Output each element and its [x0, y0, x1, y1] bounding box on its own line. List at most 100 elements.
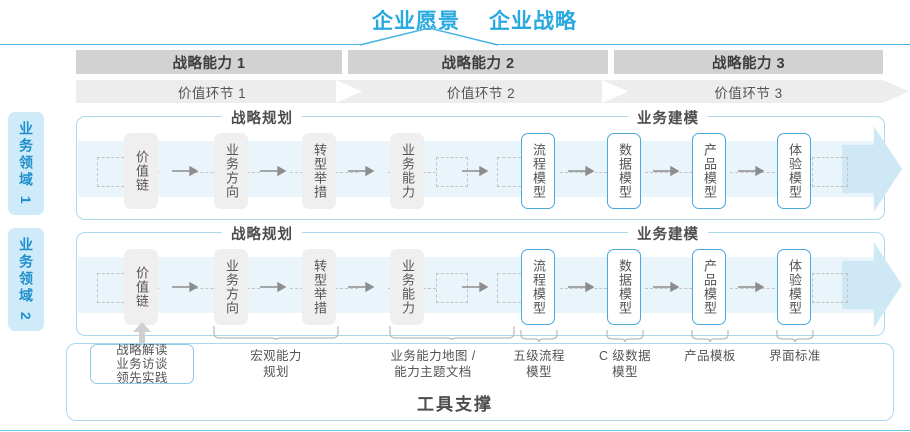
- step-box-planning-1-1[interactable]: 价值链: [124, 133, 158, 209]
- planning-rule-left-1: [142, 116, 220, 117]
- dashed-placeholder-1b: [436, 157, 468, 187]
- value-link-label-2: 价值环节 2: [446, 85, 516, 101]
- top-divider-left: [0, 44, 360, 45]
- step-label-modeling-1-1: 流程模型: [531, 143, 546, 199]
- step-box-planning-2-4[interactable]: 业务能力: [390, 249, 424, 325]
- step-box-planning-2-2[interactable]: 业务方向: [214, 249, 248, 325]
- deliverable-label-5: 产品模板: [684, 349, 736, 363]
- input-up-arrow: [133, 322, 151, 346]
- step-box-modeling-1-1[interactable]: 流程模型: [521, 133, 555, 209]
- flow-arrow-2-4: [462, 282, 488, 292]
- step-label-modeling-1-2: 数据模型: [617, 143, 632, 199]
- modeling-rule-right-1: [716, 116, 794, 117]
- bottom-divider: [0, 430, 910, 431]
- modeling-rule-left-1: [548, 116, 626, 117]
- step-label-modeling-2-2: 数据模型: [617, 259, 632, 315]
- flow-arrow-2-5: [568, 282, 594, 292]
- enterprise-vision-title: 企业愿景: [372, 10, 460, 33]
- deliverable-label-2: 业务能力地图 / 能力主题文档: [390, 349, 476, 379]
- deliverable-label-4: C 级数据 模型: [598, 349, 651, 379]
- step-label-modeling-2-4: 体验模型: [787, 259, 802, 315]
- planning-title-2: 战略规划: [222, 223, 302, 244]
- flow-arrow-2-7: [738, 282, 764, 292]
- flow-arrow-1-2: [260, 166, 286, 176]
- deliverable-brace-4: [606, 330, 644, 342]
- step-label-planning-1-2: 业务方向: [224, 143, 239, 199]
- step-label-planning-2-4: 业务能力: [400, 259, 415, 315]
- deliverable-label-3: 五级流程 模型: [513, 349, 565, 379]
- step-label-planning-2-3: 转型举措: [312, 259, 327, 315]
- dashed-placeholder-2d: [812, 273, 848, 303]
- flow-arrow-2-2: [260, 282, 286, 292]
- step-box-modeling-1-2[interactable]: 数据模型: [607, 133, 641, 209]
- flow-arrow-2-1: [172, 282, 198, 292]
- dashed-placeholder-2b: [436, 273, 468, 303]
- step-label-modeling-1-4: 体验模型: [787, 143, 802, 199]
- capability-label-2: 战略能力 2: [441, 55, 515, 72]
- domain-tab-2[interactable]: 业务领域 2: [8, 228, 44, 331]
- enterprise-strategy-title: 企业战略: [489, 10, 577, 33]
- domain-tab-label-1: 业务领域 1: [18, 120, 34, 207]
- tool-support-title: 工具支撑: [417, 395, 493, 414]
- planning-rule-right-2: [310, 232, 388, 233]
- step-box-planning-1-3[interactable]: 转型举措: [302, 133, 336, 209]
- capability-bar-3[interactable]: 战略能力 3: [614, 50, 883, 74]
- flow-arrow-2-6: [653, 282, 679, 292]
- deliverable-brace-3: [520, 330, 558, 342]
- step-box-modeling-2-1[interactable]: 流程模型: [521, 249, 555, 325]
- value-link-label-3: 价值环节 3: [714, 85, 783, 101]
- planning-title-1: 战略规划: [222, 107, 302, 128]
- step-box-planning-2-1[interactable]: 价值链: [124, 249, 158, 325]
- source-inputs-box[interactable]: 战略解读 业务访谈 领先实践: [90, 343, 194, 385]
- deliverable-brace-6: [776, 330, 814, 342]
- step-box-modeling-1-4[interactable]: 体验模型: [777, 133, 811, 209]
- value-link-chevron-1[interactable]: 价值环节 1: [76, 80, 348, 103]
- value-link-label-1: 价值环节 1: [177, 85, 247, 101]
- flow-arrow-1-6: [653, 166, 679, 176]
- chevron-tip: [883, 80, 909, 103]
- domain-tab-1[interactable]: 业务领域 1: [8, 112, 44, 215]
- top-divider-peak: [359, 27, 499, 46]
- modeling-rule-right-2: [716, 232, 794, 233]
- flow-arrow-1-4: [462, 166, 488, 176]
- flow-arrow-1-7: [738, 166, 764, 176]
- step-label-modeling-1-3: 产品模型: [702, 143, 717, 199]
- dashed-rail-1g: [730, 172, 780, 173]
- value-link-chevron-3[interactable]: 价值环节 3: [614, 80, 883, 103]
- flow-arrow-2-3: [348, 282, 374, 292]
- capability-bar-1[interactable]: 战略能力 1: [76, 50, 342, 74]
- step-box-modeling-2-2[interactable]: 数据模型: [607, 249, 641, 325]
- step-box-planning-1-2[interactable]: 业务方向: [214, 133, 248, 209]
- value-link-chevron-2[interactable]: 价值环节 2: [348, 80, 614, 103]
- step-label-planning-1-4: 业务能力: [400, 143, 415, 199]
- top-divider-right: [497, 44, 910, 45]
- step-box-modeling-2-4[interactable]: 体验模型: [777, 249, 811, 325]
- capability-label-1: 战略能力 1: [172, 55, 246, 72]
- step-box-modeling-2-3[interactable]: 产品模型: [692, 249, 726, 325]
- dashed-placeholder-1d: [812, 157, 848, 187]
- deliverable-label-6: 界面标准: [769, 349, 821, 363]
- capability-bar-2[interactable]: 战略能力 2: [348, 50, 608, 74]
- step-box-planning-1-4[interactable]: 业务能力: [390, 133, 424, 209]
- flow-arrow-1-3: [348, 166, 374, 176]
- step-label-planning-2-2: 业务方向: [224, 259, 239, 315]
- step-label-planning-1-3: 转型举措: [312, 143, 327, 199]
- deliverable-brace-2: [389, 326, 515, 340]
- flow-arrow-1-5: [568, 166, 594, 176]
- capability-label-3: 战略能力 3: [711, 55, 786, 72]
- dashed-rail-2g: [730, 288, 780, 289]
- flow-arrow-1-1: [172, 166, 198, 176]
- step-label-planning-2-1: 价值链: [134, 266, 149, 308]
- step-box-modeling-1-3[interactable]: 产品模型: [692, 133, 726, 209]
- planning-rule-right-1: [310, 116, 388, 117]
- step-label-modeling-2-1: 流程模型: [531, 259, 546, 315]
- step-box-planning-2-3[interactable]: 转型举措: [302, 249, 336, 325]
- step-label-modeling-2-3: 产品模型: [702, 259, 717, 315]
- modeling-title-1: 业务建模: [628, 107, 708, 128]
- tool-support-frame: [66, 343, 894, 421]
- modeling-rule-left-2: [548, 232, 626, 233]
- deliverable-brace-1: [213, 326, 339, 340]
- deliverable-label-1: 宏观能力 规划: [250, 349, 302, 379]
- deliverable-brace-5: [691, 330, 729, 342]
